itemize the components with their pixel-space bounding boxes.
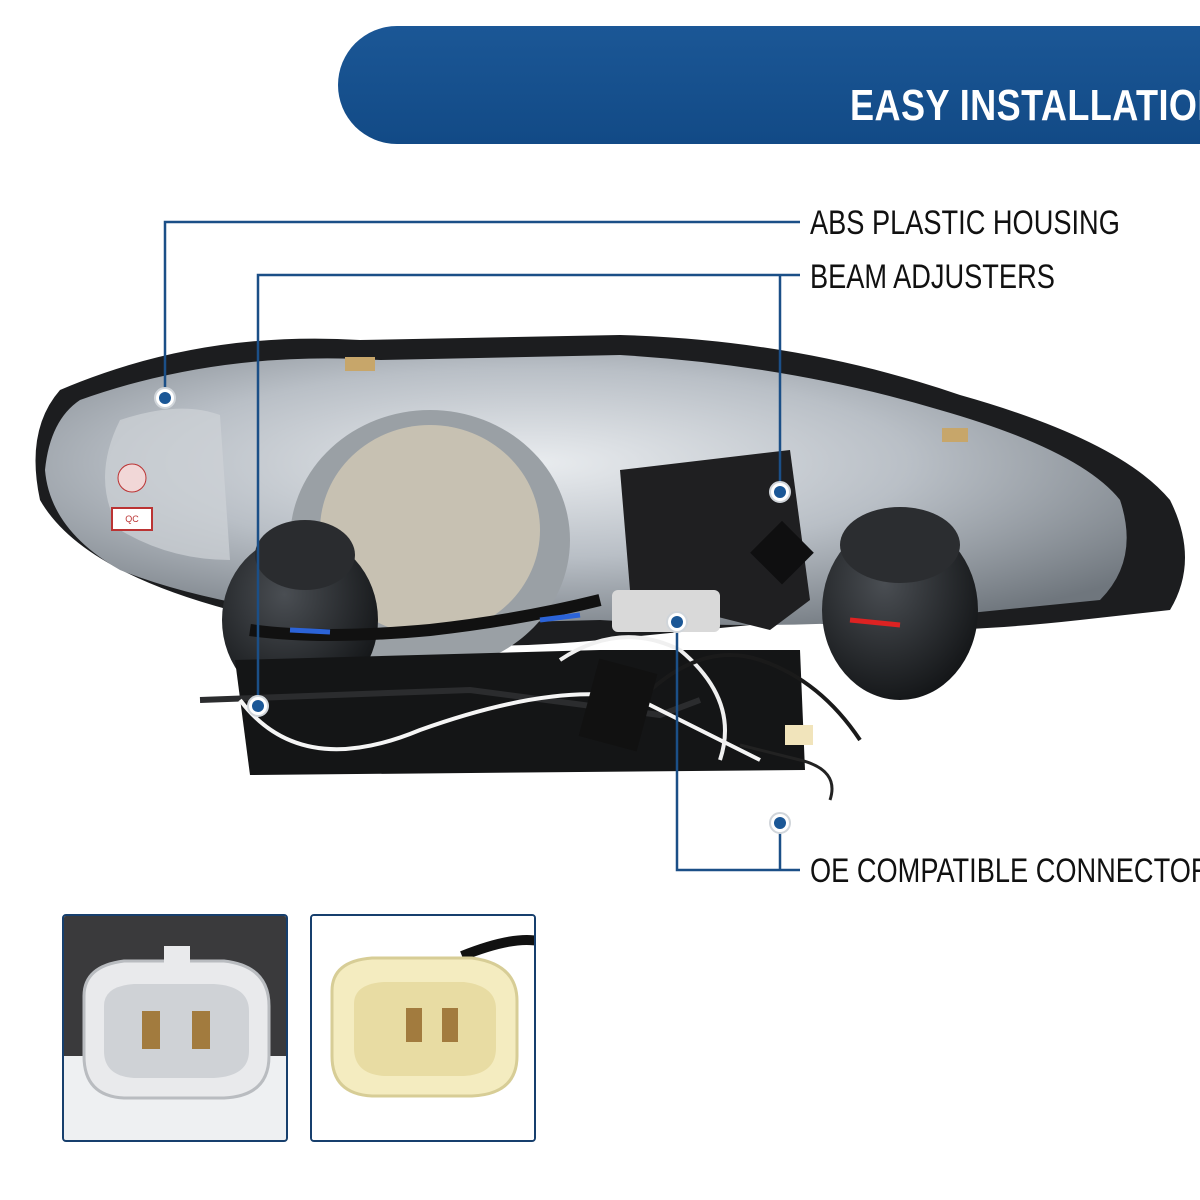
thumbnail-replacement-connector xyxy=(310,914,536,1142)
callout-dots xyxy=(154,387,791,834)
mount-bracket xyxy=(620,450,810,630)
leader-housing xyxy=(163,220,800,398)
banner: EASY INSTALLATION xyxy=(338,26,1200,144)
leader-connector-left xyxy=(675,622,800,872)
callout-beam-adjusters: BEAM ADJUSTERS xyxy=(810,258,1055,296)
connector-white xyxy=(612,590,720,632)
banner-title: EASY INSTALLATION xyxy=(850,81,1200,130)
wire-white xyxy=(238,692,761,762)
ldl-tag xyxy=(578,658,658,752)
wire-red xyxy=(849,617,901,628)
leader-lines xyxy=(163,220,800,872)
thumbnail-oe-connector xyxy=(62,914,288,1142)
qc-sticker xyxy=(111,507,153,531)
leader-adjuster-left xyxy=(256,273,800,706)
replacement-connector-image xyxy=(312,916,534,1140)
callout-connectors: OE COMPATIBLE CONNECTORS xyxy=(810,852,1200,890)
connector-small xyxy=(785,725,813,745)
qc-ok-sticker xyxy=(117,463,147,493)
qc-text: QC xyxy=(125,514,139,524)
wire-blue xyxy=(289,612,581,635)
callout-housing: ABS PLASTIC HOUSING xyxy=(810,204,1120,242)
oe-connector-image xyxy=(64,916,286,1140)
wire-harness-black xyxy=(249,594,602,641)
